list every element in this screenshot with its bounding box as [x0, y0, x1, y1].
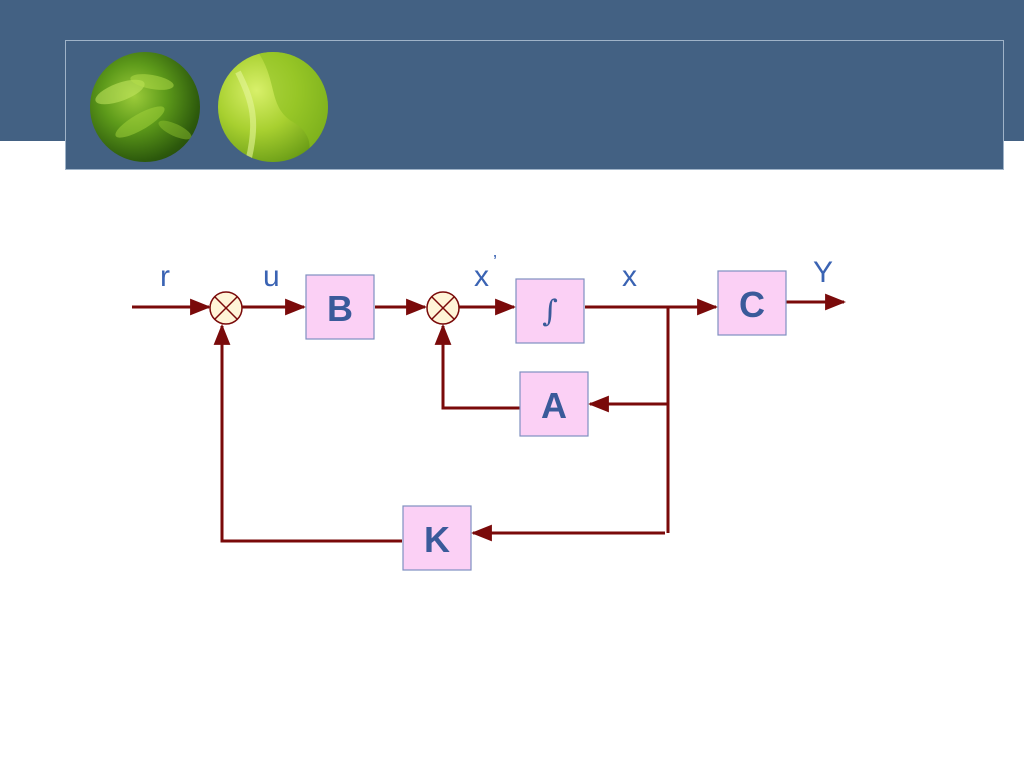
block-K: K: [402, 505, 472, 571]
block-B: B: [305, 274, 375, 340]
signal-u-label: u: [263, 260, 280, 293]
line-K-to-sum1: [213, 323, 402, 543]
signal-y-label: Y: [813, 256, 833, 289]
block-C: C: [717, 270, 787, 336]
block-K-label: K: [424, 519, 450, 560]
signal-xdot-label: x: [474, 260, 489, 293]
signal-xdot-prime: ’: [493, 252, 497, 272]
block-integrator-label: ∫: [542, 294, 558, 329]
summing-junction-2: [426, 291, 460, 325]
block-integrator: ∫: [515, 278, 585, 344]
signal-x-label: x: [622, 260, 637, 293]
block-A-label: A: [541, 385, 567, 426]
signal-r-label: r: [160, 260, 170, 293]
block-B-label: B: [327, 288, 353, 329]
line-A-to-sum2: [434, 323, 520, 410]
block-A: A: [519, 371, 589, 437]
summing-junction-1: [209, 291, 243, 325]
leaf-photo-1: [90, 52, 200, 162]
block-C-label: C: [739, 284, 765, 325]
leaf-photo-2: [218, 52, 328, 162]
